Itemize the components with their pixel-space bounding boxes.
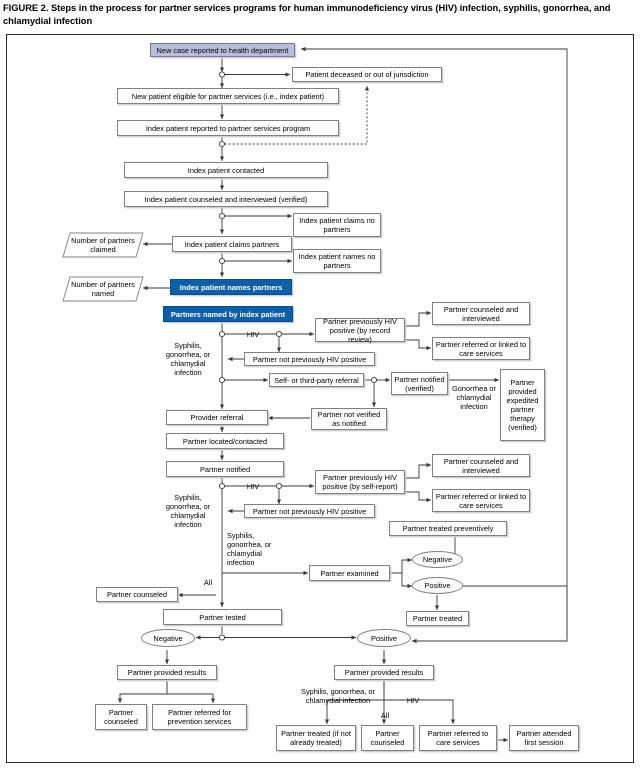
node-partner-provided-results-left[interactable]: Partner provided results [117,665,217,680]
node-partner-counseled-interviewed-1[interactable]: Partner counseled and interviewed [432,302,530,325]
edge-label-syphilis-gonorrhea-chlamydial-1: Syphilis, gonorrhea, or chlamydial infec… [165,341,211,377]
parallelogram-label: Number of partners claimed [71,236,135,254]
node-index-names-partners[interactable]: Index patient names partners [170,279,292,295]
figure-caption: FIGURE 2. Steps in the process for partn… [3,2,611,26]
parallelogram-label: Number of partners named [71,280,135,298]
node-partner-referred-linked-2[interactable]: Partner referred or linked to care servi… [432,489,530,512]
node-partner-counseled-interviewed-2[interactable]: Partner counseled and interviewed [432,454,530,477]
node-not-previously-hiv-positive-2[interactable]: Partner not previously HIV positive [244,504,375,518]
node-index-patient-contacted[interactable]: Index patient contacted [124,162,328,178]
node-exam-result-positive[interactable]: Positive [412,577,463,594]
edge-label-gonorrhea-chlamydial: Gonorrhea or chlamydial infection [452,384,496,411]
edge-label-hiv-2: HIV [246,482,260,491]
node-partner-not-verified[interactable]: Partner not verified as notified [311,408,387,430]
node-partner-attended-first-session[interactable]: Partner attended first session [509,725,579,751]
parallelogram-number-partners-named[interactable]: Number of partners named [62,276,144,302]
figure-frame [6,34,634,763]
node-names-no-partners[interactable]: Index patient names no partners [293,249,381,273]
node-partner-referred-prevention[interactable]: Partner referred for prevention services [152,704,247,730]
edge-label-syphilis-gonorrhea-chlamydial-bottom: Syphilis, gonorrhea, or chlamydial infec… [301,687,375,705]
node-self-or-third-party-referral[interactable]: Self- or third-party referral [269,373,364,387]
node-test-result-negative[interactable]: Negative [141,629,195,647]
node-partner-counseled-bottom-left[interactable]: Partner counseled [95,704,147,730]
node-partner-located-contacted[interactable]: Partner located/contacted [166,433,284,449]
edge-label-hiv-1: HIV [246,330,260,339]
node-exam-result-negative[interactable]: Negative [412,551,463,568]
node-partner-referred-care-services[interactable]: Partner referred to care services [419,725,497,751]
node-partner-tested[interactable]: Partner tested [163,609,282,625]
node-patient-deceased[interactable]: Patient deceased or out of jurisdiction [292,67,442,82]
edge-label-syphilis-gonorrhea-chlamydial-3: Syphilis, gonorrhea, or chlamydial infec… [227,531,272,567]
node-test-result-positive[interactable]: Positive [357,629,411,647]
node-partner-examined[interactable]: Partner examined [309,565,390,581]
edge-label-all-1: All [203,578,213,587]
node-index-reported-program[interactable]: Index patient reported to partner servic… [117,120,339,136]
node-partner-notified-verified[interactable]: Partner notified (verified) [391,372,448,395]
node-new-case-reported[interactable]: New case reported to health department [150,43,295,57]
node-index-counseled-interviewed[interactable]: Index patient counseled and interviewed … [124,191,328,207]
node-expedited-partner-therapy[interactable]: Partner provided expedited partner thera… [500,369,545,441]
edge-label-hiv-bottom: HIV [406,696,420,705]
node-partner-referred-linked-1[interactable]: Partner referred or linked to care servi… [432,337,530,360]
node-claims-no-partners[interactable]: Index patient claims no partners [293,213,381,237]
node-partner-treated-preventively[interactable]: Partner treated preventively [389,521,507,536]
node-partner-treated[interactable]: Partner treated [406,611,469,626]
parallelogram-number-partners-claimed[interactable]: Number of partners claimed [62,232,144,258]
node-partner-counseled-left[interactable]: Partner counseled [96,587,178,602]
node-partner-counseled-bottom-right[interactable]: Partner counseled [361,725,414,751]
node-partner-notified[interactable]: Partner notified [166,461,284,477]
node-partners-named-by-index[interactable]: Partners named by index patient [163,306,293,322]
node-previously-hiv-positive-self[interactable]: Partner previously HIV positive (by self… [315,470,405,494]
node-partner-treated-if-not-already[interactable]: Partner treated (if not already treated) [276,725,356,751]
parallelogram-shape [62,232,144,258]
edge-label-syphilis-gonorrhea-chlamydial-2: Syphilis, gonorrhea, or chlamydial infec… [165,493,211,529]
node-partner-provided-results-right[interactable]: Partner provided results [334,665,434,680]
node-new-patient-eligible[interactable]: New patient eligible for partner service… [117,88,339,104]
parallelogram-shape [62,276,144,302]
edge-label-all-bottom: All [380,711,390,720]
node-not-previously-hiv-positive-1[interactable]: Partner not previously HIV positive [244,352,375,366]
node-index-claims-partners[interactable]: Index patient claims partners [172,236,292,252]
node-provider-referral[interactable]: Provider referral [166,410,268,425]
node-previously-hiv-positive-record[interactable]: Partner previously HIV positive (by reco… [315,317,405,344]
